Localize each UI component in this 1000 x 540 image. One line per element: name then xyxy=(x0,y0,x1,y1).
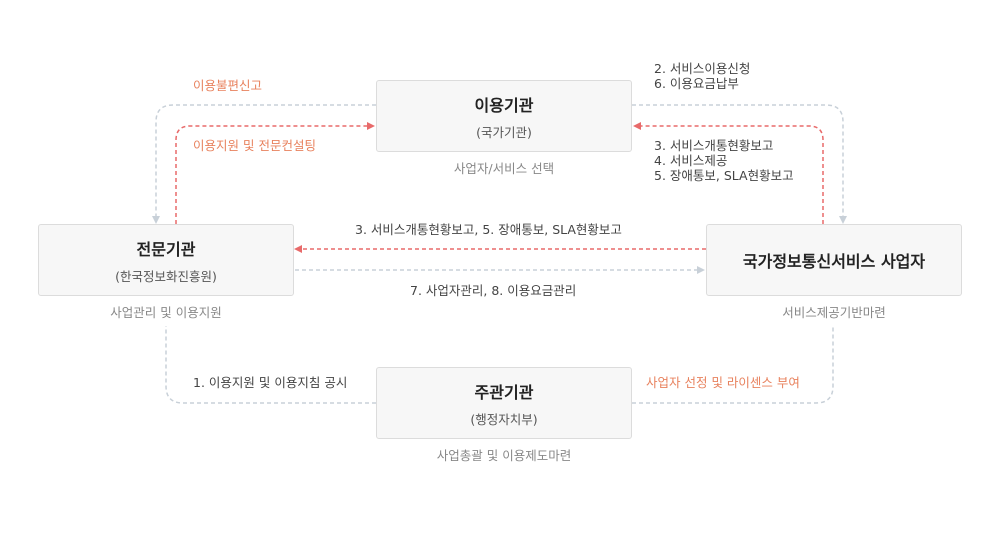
label-provide: 3. 서비스개통현황보고 4. 서비스제공 5. 장애통보, SLA현황보고 xyxy=(654,138,794,183)
label-request-line: 2. 서비스이용신청 xyxy=(654,61,751,76)
label-request: 2. 서비스이용신청 6. 이용요금납부 xyxy=(654,61,750,91)
node-title: 주관기관 xyxy=(474,382,534,402)
label-provide-line: 5. 장애통보, SLA현황보고 xyxy=(654,168,794,183)
node-title: 전문기관 xyxy=(136,239,196,259)
node-title: 국가정보통신서비스 사업자 xyxy=(742,252,926,271)
supervisor-expert-line xyxy=(165,326,376,404)
label-manage-provider: 7. 사업자관리, 8. 이용요금관리 xyxy=(410,283,577,298)
label-consulting: 이용지원 및 전문컨설팅 xyxy=(193,138,316,153)
complaint-arrow xyxy=(152,104,376,224)
node-title: 이용기관 xyxy=(474,95,534,115)
node-caption: 사업총괄 및 이용제도마련 xyxy=(436,448,572,463)
node-caption: 사업자/서비스 선택 xyxy=(453,161,555,176)
label-license: 사업자 선정 및 라이센스 부여 xyxy=(646,375,800,390)
label-report-to-expert: 3. 서비스개통현황보고, 5. 장애통보, SLA현황보고 xyxy=(355,222,622,237)
node-subtitle: (한국정보화진흥원) xyxy=(115,268,217,284)
node-user-org: 이용기관 (국가기관) xyxy=(376,80,632,152)
node-expert-org: 전문기관 (한국정보화진흥원) xyxy=(38,224,294,296)
node-caption: 사업관리 및 이용지원 xyxy=(110,305,222,320)
consulting-arrow xyxy=(175,122,375,224)
label-complaint: 이용불편신고 xyxy=(193,78,263,93)
node-subtitle: (국가기관) xyxy=(476,124,532,140)
label-provide-line: 3. 서비스개통현황보고 xyxy=(654,138,774,153)
label-request-line: 6. 이용요금납부 xyxy=(654,76,739,91)
provide-arrow xyxy=(633,122,824,224)
supervisor-provider-line xyxy=(632,326,834,404)
node-supervisor: 주관기관 (행정자치부) xyxy=(376,367,632,439)
node-subtitle: (행정자치부) xyxy=(470,411,538,427)
node-provider: 국가정보통신서비스 사업자 xyxy=(706,224,962,296)
label-provide-line: 4. 서비스제공 xyxy=(654,153,728,168)
node-caption: 서비스제공기반마련 xyxy=(782,305,886,320)
label-support-guidelines: 1. 이용지원 및 이용지침 공시 xyxy=(193,375,348,390)
